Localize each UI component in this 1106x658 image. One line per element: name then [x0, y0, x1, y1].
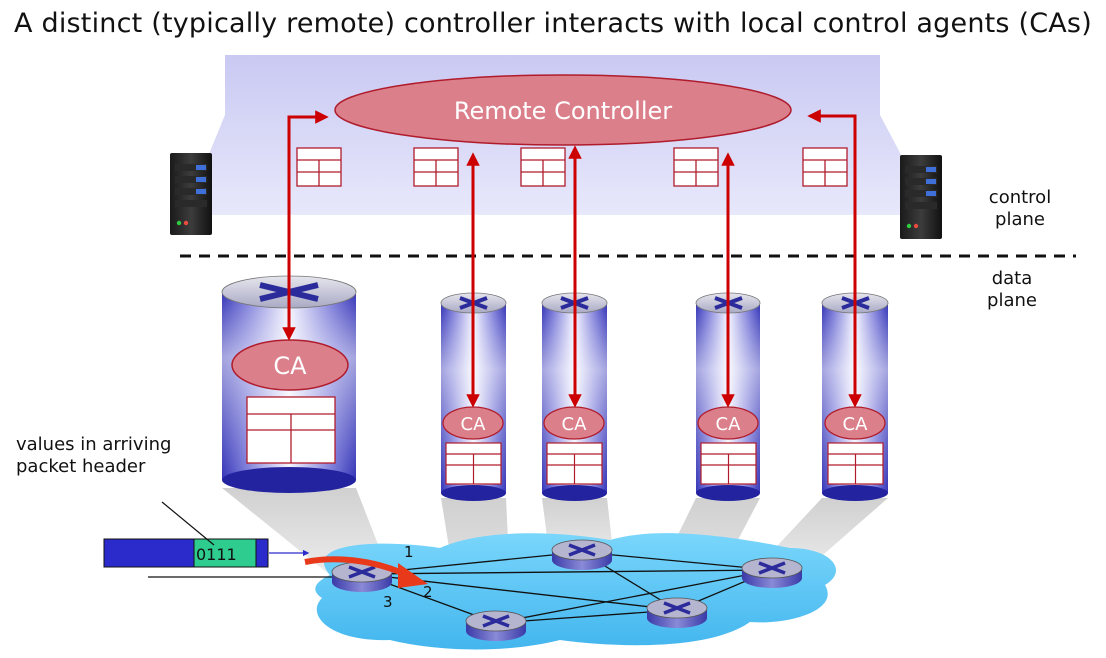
packet-flow-arrow [304, 556, 402, 575]
control-arrow [807, 109, 862, 408]
control-arrows [282, 109, 862, 408]
packet-header-label: values in arriving packet header [16, 434, 216, 478]
control-agent-label: CA [273, 352, 307, 380]
data-plane-label-line1: data [991, 268, 1033, 289]
control-agent: CA [543, 406, 605, 440]
flow-table [700, 442, 757, 485]
server-left-icon [170, 153, 212, 235]
control-agent: CA [442, 406, 504, 440]
port-label-2: 2 [423, 583, 433, 601]
packet-flow-arrowhead [398, 563, 428, 588]
network-router-icon [551, 539, 613, 570]
control-flow-table [413, 147, 459, 187]
control-arrow [282, 110, 329, 341]
control-agent-label: CA [461, 414, 487, 435]
network-router-icon [646, 597, 708, 628]
flow-table [827, 442, 884, 485]
remote-controller-label: Remote Controller [454, 97, 672, 125]
packet-header-pointer [161, 501, 215, 546]
arriving-packet: 0111 [103, 538, 310, 568]
control-plane-label-line1: control [988, 187, 1052, 208]
network-router-icon [465, 610, 527, 641]
control-flow-table [802, 147, 848, 187]
data-plane-label: data plane [967, 268, 1057, 312]
server-right-icon [900, 155, 942, 239]
control-agent: CA [697, 406, 759, 440]
flow-table-big [246, 396, 336, 464]
control-agent: CA [824, 406, 886, 440]
control-agent-label: CA [716, 414, 742, 435]
packet-bits: 0111 [196, 545, 237, 564]
network-router-icon [741, 557, 803, 588]
port-label-1: 1 [404, 543, 414, 561]
control-flow-table [520, 147, 566, 187]
control-agent-label: CA [562, 414, 588, 435]
data-plane-label-line2: plane [987, 290, 1037, 311]
packet-header-label-line2: packet header [16, 456, 146, 477]
control-plane-label-line2: plane [995, 209, 1045, 230]
control-agent-label: CA [843, 414, 869, 435]
port-label-3: 3 [383, 593, 393, 611]
control-flow-table [673, 147, 719, 187]
diagram-title: A distinct (typically remote) controller… [14, 8, 1092, 39]
control-flow-table [296, 147, 342, 187]
flow-table [546, 442, 603, 485]
packet-header-label-line1: values in arriving [16, 434, 172, 455]
remote-controller [334, 74, 792, 146]
flow-table [445, 442, 502, 485]
control-plane-label: control plane [975, 187, 1065, 231]
